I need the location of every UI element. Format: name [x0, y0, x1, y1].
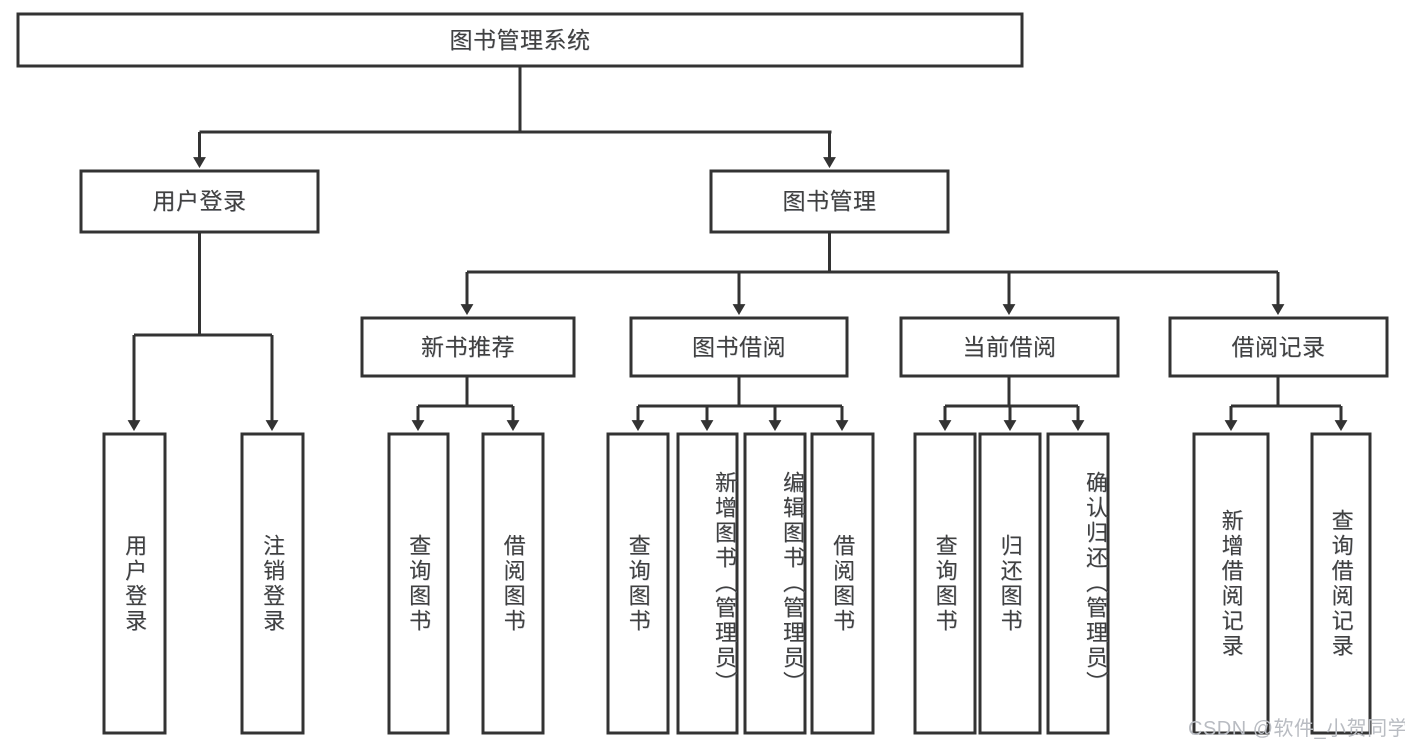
connector-book-admin-to-level3 [460, 232, 1285, 316]
connector-new-book-rec-to-leaves [411, 376, 520, 432]
node-box-borrow-record[interactable] [1168, 316, 1389, 378]
node-box-leaf-confirm-return[interactable] [1046, 432, 1110, 735]
node-box-leaf-query-book-3[interactable] [913, 432, 977, 735]
connector-borrow-record-to-leaves [1224, 376, 1348, 432]
node-box-leaf-edit-book[interactable] [743, 432, 807, 735]
node-box-new-book-rec[interactable] [360, 316, 576, 378]
node-box-leaf-query-book-2[interactable] [606, 432, 670, 735]
csdn-watermark: CSDN @软件_小贺同学 [1188, 718, 1405, 740]
node-box-leaf-add-book[interactable] [676, 432, 739, 735]
connector-book-borrow-to-leaves [631, 376, 849, 432]
node-box-leaf-query-record[interactable] [1310, 432, 1372, 735]
node-box-root[interactable] [16, 12, 1024, 68]
node-boxes [16, 12, 1389, 735]
node-box-book-admin[interactable] [709, 169, 950, 234]
connector-root-to-level2 [193, 66, 836, 169]
node-box-user-login[interactable] [79, 169, 320, 234]
node-box-leaf-add-record[interactable] [1192, 432, 1270, 735]
connector-user-login-to-leaves [127, 232, 279, 432]
node-box-leaf-borrow-book-1[interactable] [481, 432, 545, 735]
node-box-leaf-logout[interactable] [240, 432, 305, 735]
connector-current-borrow-to-leaves [938, 376, 1085, 432]
node-box-book-borrow[interactable] [629, 316, 849, 378]
node-box-current-borrow[interactable] [899, 316, 1120, 378]
node-box-leaf-return-book[interactable] [978, 432, 1042, 735]
node-box-leaf-user-login[interactable] [102, 432, 167, 735]
node-box-leaf-query-book-1[interactable] [387, 432, 450, 735]
node-box-leaf-borrow-book-2[interactable] [810, 432, 875, 735]
